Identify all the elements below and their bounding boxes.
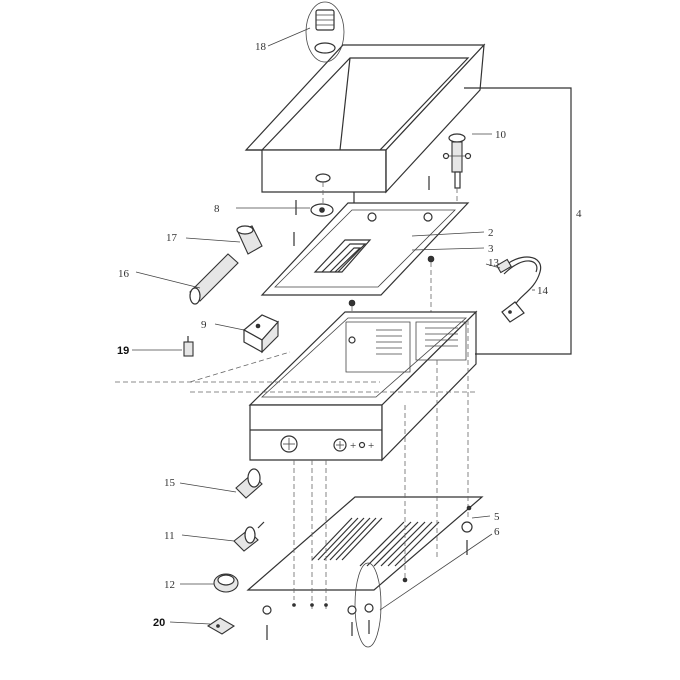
control-box-9 bbox=[242, 314, 279, 354]
bracket-8 bbox=[310, 203, 334, 217]
top-basin bbox=[244, 43, 486, 212]
louvres-left bbox=[311, 517, 383, 561]
label-11: 11 bbox=[164, 530, 175, 542]
front-panel-controls: + + bbox=[280, 435, 374, 453]
label-8: 8 bbox=[214, 203, 220, 215]
knob-12 bbox=[213, 573, 239, 593]
label-2: 2 bbox=[488, 227, 494, 239]
label-10: 10 bbox=[495, 129, 507, 141]
label-9: 9 bbox=[201, 319, 207, 331]
sensor-tube-16 bbox=[189, 253, 239, 305]
leader-lines bbox=[132, 27, 535, 625]
label-3: 3 bbox=[488, 243, 494, 255]
part-labels: 2 3 4 5 6 8 9 10 11 12 13 14 15 16 17 18… bbox=[117, 41, 582, 629]
vent-slots-upper bbox=[345, 321, 467, 373]
thermostat-15 bbox=[235, 468, 263, 499]
svg-text:+: + bbox=[368, 440, 374, 452]
label-16: 16 bbox=[118, 268, 130, 280]
label-17: 17 bbox=[166, 232, 178, 244]
label-19: 19 bbox=[117, 345, 129, 357]
switch-19 bbox=[183, 336, 194, 357]
switch-11 bbox=[233, 521, 265, 552]
label-6: 6 bbox=[494, 526, 500, 538]
label-18: 18 bbox=[255, 41, 267, 53]
label-12: 12 bbox=[164, 579, 175, 591]
svg-text:+: + bbox=[350, 440, 356, 452]
heating-element bbox=[313, 239, 372, 273]
base-housing: + + bbox=[115, 310, 478, 462]
clip-20 bbox=[206, 617, 236, 635]
label-5: 5 bbox=[494, 511, 500, 523]
louvres-right bbox=[359, 521, 440, 567]
label-14: 14 bbox=[537, 285, 549, 297]
label-13: 13 bbox=[488, 257, 500, 269]
drain-fitting-18 bbox=[305, 1, 345, 63]
label-15: 15 bbox=[164, 477, 176, 489]
label-4: 4 bbox=[576, 208, 582, 220]
feet-and-screws bbox=[262, 521, 473, 648]
elbow-fitting-17 bbox=[236, 225, 263, 255]
power-cord-13-14 bbox=[496, 256, 542, 323]
label-20: 20 bbox=[153, 617, 165, 629]
part-4-bracket bbox=[464, 87, 572, 355]
bottom-plate bbox=[246, 320, 484, 610]
valve-assembly-10 bbox=[442, 133, 472, 212]
heating-plate-2-3 bbox=[260, 202, 470, 340]
